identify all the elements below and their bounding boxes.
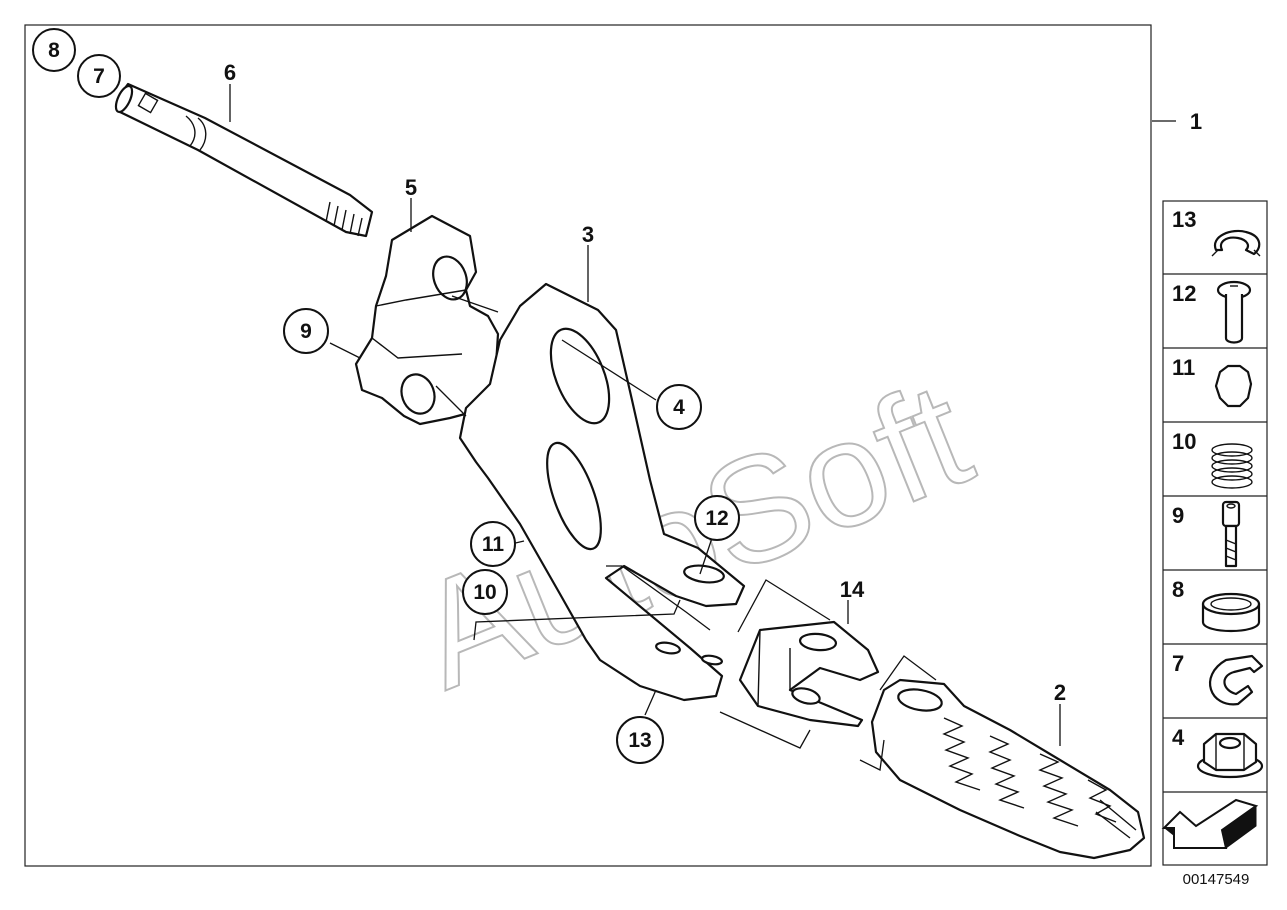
callout-13: 13 — [616, 716, 664, 764]
svg-text:13: 13 — [628, 729, 651, 752]
callout-10: 10 — [462, 569, 508, 615]
svg-text:2: 2 — [1054, 680, 1066, 705]
callout-6: 6 — [224, 60, 236, 85]
svg-text:10: 10 — [473, 581, 496, 604]
part-shaft — [114, 82, 374, 238]
svg-text:11: 11 — [1172, 355, 1195, 380]
assembly-label: 1 — [1190, 109, 1202, 134]
svg-text:6: 6 — [224, 60, 236, 85]
spring-icon — [1211, 443, 1253, 489]
callout-3: 3 — [582, 222, 594, 247]
part-bracket — [354, 214, 500, 426]
svg-text:9: 9 — [1172, 503, 1184, 528]
direction-arrow-icon — [1161, 798, 1259, 849]
bolt-icon — [1221, 500, 1241, 568]
nut-icon — [1196, 732, 1264, 779]
legend-item-8: 8 — [1172, 577, 1261, 632]
circlip-icon — [1211, 229, 1261, 257]
svg-text:12: 12 — [1172, 281, 1196, 306]
assembly-lines — [435, 295, 937, 771]
svg-text:14: 14 — [840, 577, 865, 602]
ball-icon — [1214, 364, 1253, 408]
callout-12: 12 — [694, 495, 740, 541]
callout-8: 8 — [32, 28, 76, 72]
legend-item-10: 10 — [1172, 429, 1253, 489]
callout-2: 2 — [1054, 680, 1066, 705]
svg-text:7: 7 — [93, 65, 105, 88]
bushing-icon — [1201, 592, 1261, 632]
part-hinge-bracket — [738, 620, 880, 728]
part-footrest-arm — [458, 282, 746, 702]
svg-text:7: 7 — [1172, 651, 1184, 676]
pin-icon — [1216, 280, 1252, 344]
legend-item-12: 12 — [1172, 280, 1252, 344]
svg-text:12: 12 — [705, 507, 728, 530]
diagram-frame — [24, 24, 1152, 867]
legend-item-9: 9 — [1172, 500, 1241, 568]
svg-text:3: 3 — [582, 222, 594, 247]
svg-text:11: 11 — [482, 533, 505, 556]
part-footpeg — [870, 678, 1146, 860]
svg-text:4: 4 — [1172, 725, 1185, 750]
callout-14: 14 — [840, 577, 865, 602]
legend-item-13: 13 — [1172, 207, 1261, 257]
legend-item-7: 7 — [1172, 651, 1264, 706]
callout-5: 5 — [405, 175, 417, 200]
legend-column: 13 12 11 10 — [1161, 200, 1268, 866]
svg-text:8: 8 — [48, 39, 60, 62]
svg-text:10: 10 — [1172, 429, 1196, 454]
callout-7: 7 — [77, 54, 121, 98]
clip-icon — [1208, 654, 1264, 706]
legend-item-4: 4 — [1172, 725, 1264, 779]
callout-4: 4 — [656, 384, 702, 430]
svg-text:5: 5 — [405, 175, 417, 200]
callout-11: 11 — [470, 521, 516, 567]
svg-text:8: 8 — [1172, 577, 1184, 602]
legend-item-11: 11 — [1172, 355, 1253, 408]
callout-9: 9 — [283, 308, 329, 354]
svg-text:9: 9 — [300, 320, 312, 343]
leader-lines — [229, 84, 1176, 746]
svg-text:13: 13 — [1172, 207, 1196, 232]
svg-text:4: 4 — [673, 396, 685, 419]
diagram-id: 00147549 — [1183, 871, 1250, 888]
